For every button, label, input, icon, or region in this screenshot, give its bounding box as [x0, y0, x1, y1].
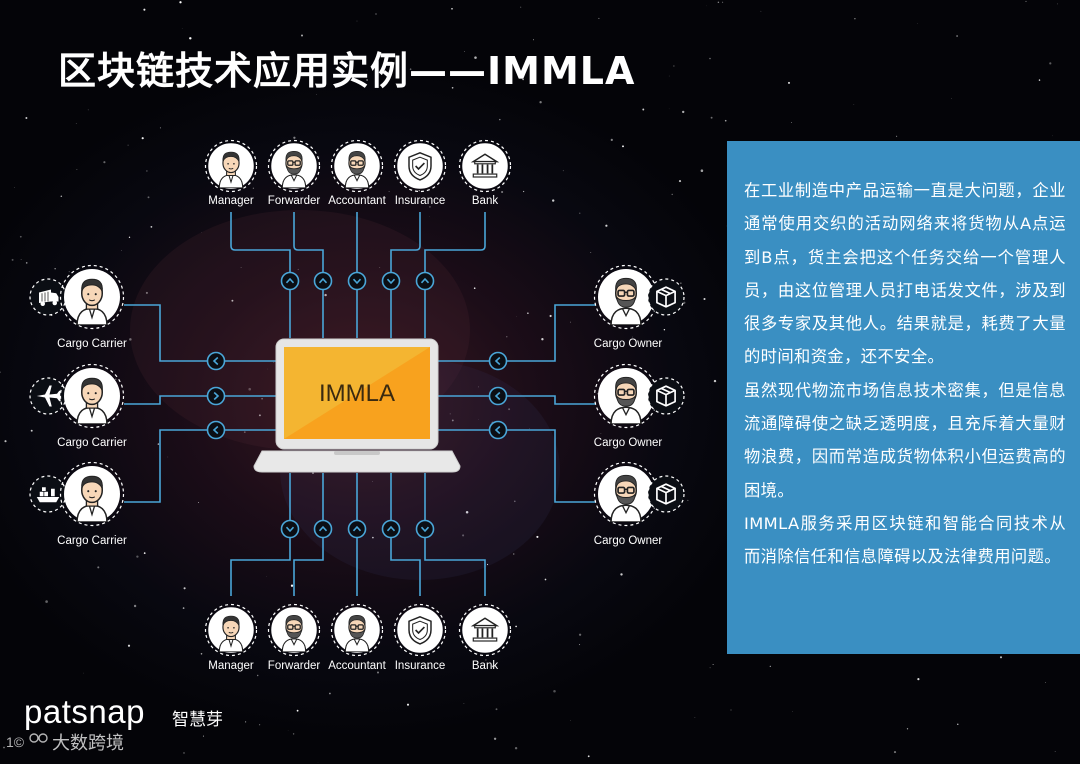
cargo-owner-label-3: Cargo Owner [594, 535, 663, 547]
top-arrow-4 [381, 271, 401, 291]
cargo-owner-node-2 [593, 363, 685, 429]
bottom-arrow-5 [415, 519, 435, 539]
cargo-carrier-node-1 [29, 264, 125, 330]
left-arrow-3 [206, 420, 226, 440]
bottom-node-insurance [393, 603, 447, 657]
page-title: 区块链技术应用实例——IMMLA [58, 49, 636, 93]
cargo-carrier-label-2: Cargo Carrier [57, 437, 127, 449]
cargo-owner-label-1: Cargo Owner [594, 338, 663, 350]
watermark-logo-icon: 1© [6, 733, 48, 750]
bottom-node-bank [458, 603, 512, 657]
bottom-node-manager [204, 603, 258, 657]
right-arrow-2 [488, 386, 508, 406]
top-node-insurance [393, 139, 447, 193]
bottom-arrow-3 [347, 519, 367, 539]
top-node-bank [458, 139, 512, 193]
info-paragraph-2: 虽然现代物流市场信息技术密集，但是信息流通障碍使之缺乏透明度，且充斥着大量财物浪… [744, 380, 1066, 500]
immla-laptop: IMMLA [253, 338, 461, 473]
cargo-owner-node-1 [593, 264, 685, 330]
svg-text:1©: 1© [6, 734, 25, 750]
bottom-node-label-accountant: Accountant [328, 660, 386, 672]
bottom-node-accountant [330, 603, 384, 657]
info-paragraph-3: IMMLA服务采用区块链和智能合同技术从而消除信任和信息障碍以及法律费用问题。 [744, 513, 1066, 567]
cargo-owner-node-3 [593, 461, 685, 527]
patsnap-logo: patsnap [24, 693, 145, 730]
cargo-carrier-label-1: Cargo Carrier [57, 338, 127, 350]
top-arrow-2 [313, 271, 333, 291]
cargo-carrier-label-3: Cargo Carrier [57, 535, 127, 547]
info-paragraph-1: 在工业制造中产品运输一直是大问题，企业通常使用交织的活动网络来将货物从A点运到B… [744, 181, 1066, 367]
bottom-arrow-2 [313, 519, 333, 539]
top-arrow-3 [347, 271, 367, 291]
cargo-carrier-node-2 [29, 363, 125, 429]
top-node-accountant [330, 139, 384, 193]
top-node-label-manager: Manager [208, 195, 254, 207]
top-node-label-insurance: Insurance [395, 195, 446, 207]
top-arrow-5 [415, 271, 435, 291]
laptop-label: IMMLA [319, 380, 395, 407]
top-node-label-accountant: Accountant [328, 195, 386, 207]
top-node-forwarder [267, 139, 321, 193]
top-node-manager [204, 139, 258, 193]
top-arrow-1 [280, 271, 300, 291]
left-arrow-2 [206, 386, 226, 406]
cargo-carrier-node-3 [29, 461, 125, 527]
bottom-node-label-insurance: Insurance [395, 660, 446, 672]
right-arrow-1 [488, 351, 508, 371]
bottom-arrow-1 [280, 519, 300, 539]
patsnap-cn-name: 智慧芽 [172, 710, 223, 730]
top-node-label-bank: Bank [472, 195, 498, 207]
bottom-arrow-4 [381, 519, 401, 539]
top-node-label-forwarder: Forwarder [268, 195, 321, 207]
bottom-node-forwarder [267, 603, 321, 657]
right-arrow-3 [488, 420, 508, 440]
bottom-node-label-manager: Manager [208, 660, 254, 672]
info-panel: 在工业制造中产品运输一直是大问题，企业通常使用交织的活动网络来将货物从A点运到B… [727, 141, 1080, 654]
cargo-owner-label-2: Cargo Owner [594, 437, 663, 449]
left-arrow-1 [206, 351, 226, 371]
bottom-node-label-bank: Bank [472, 660, 498, 672]
bottom-node-label-forwarder: Forwarder [268, 660, 321, 672]
watermark-text: 大数跨境 [52, 733, 124, 754]
